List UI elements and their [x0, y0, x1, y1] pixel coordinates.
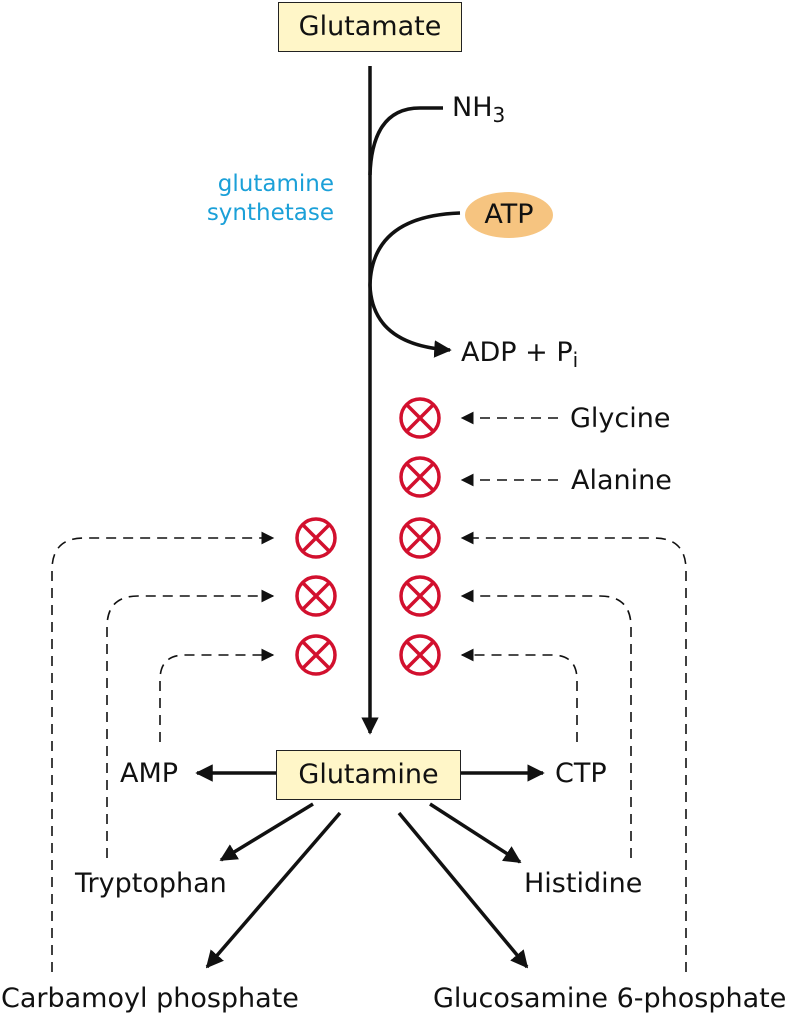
inhibition-icon-glucosamine — [399, 517, 441, 559]
glutamate-box: Glutamate — [278, 2, 462, 52]
histidine-label: Histidine — [524, 868, 643, 899]
adp-pi-label: ADP + Pi — [461, 337, 579, 372]
inhibition-icon-histidine — [399, 575, 441, 617]
tryptophan-label: Tryptophan — [75, 868, 227, 899]
inhibition-icon-alanine — [399, 456, 441, 498]
inhibition-icon-ctp — [399, 634, 441, 676]
feedback-carbamoyl — [51, 531, 275, 972]
feedback-histidine — [460, 589, 632, 858]
adp-text: ADP + P — [461, 337, 573, 368]
inhibition-icon-tryptophan — [295, 575, 337, 617]
carbamoyl-phosphate-label: Carbamoyl phosphate — [1, 983, 299, 1014]
arrow-to-tryptophan — [219, 802, 314, 862]
nh3-label: NH3 — [452, 92, 506, 127]
atp-adp-curve — [368, 211, 461, 358]
nh3-text: NH — [452, 92, 493, 123]
enzyme-label: glutamine synthetase — [170, 170, 334, 228]
inhibition-icon-amp — [295, 634, 337, 676]
arrow-to-glucosamine — [397, 811, 529, 969]
pi-subscript: i — [572, 348, 579, 372]
enzyme-label-line1: glutamine — [217, 171, 334, 197]
alanine-label: Alanine — [571, 465, 672, 496]
atp-badge: ATP — [465, 192, 553, 238]
feedback-amp — [159, 648, 275, 742]
glycine-label: Glycine — [570, 403, 671, 434]
feedback-tryptophan — [106, 589, 275, 858]
arrow-to-carbamoyl — [205, 811, 342, 969]
enzyme-label-line2: synthetase — [206, 200, 334, 226]
feedback-ctp — [460, 648, 578, 742]
ctp-label: CTP — [555, 758, 607, 789]
amp-label: AMP — [120, 758, 179, 789]
feedback-glucosamine — [460, 531, 687, 972]
arrow-to-histidine — [429, 802, 522, 864]
inhibition-icon-glycine — [399, 397, 441, 439]
inhibition-icon-carbamoyl — [295, 517, 337, 559]
glucosamine-6-phosphate-label: Glucosamine 6-phosphate — [433, 983, 787, 1014]
glutamine-box: Glutamine — [276, 750, 461, 800]
nh3-subscript: 3 — [492, 103, 506, 127]
nh3-input-curve — [368, 106, 443, 176]
